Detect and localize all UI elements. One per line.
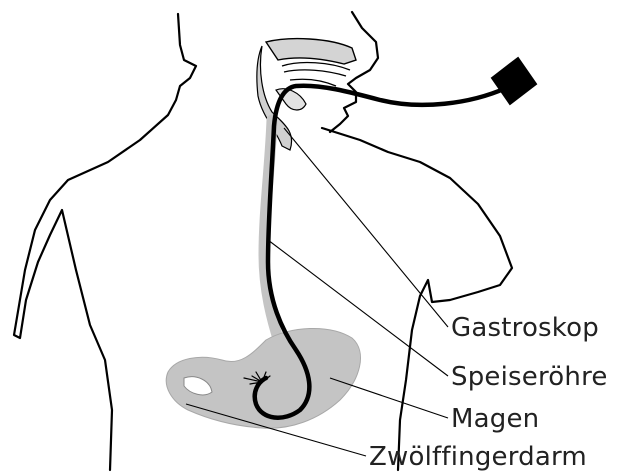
- label-gastroskop: Gastroskop: [451, 315, 599, 341]
- palate-lines: [282, 63, 350, 86]
- label-speiseroehre: Speiseröhre: [451, 364, 608, 390]
- body-outline-left: [14, 14, 196, 470]
- leader-gastroskop: [284, 128, 448, 327]
- label-magen: Magen: [451, 406, 539, 432]
- leader-magen: [330, 378, 448, 418]
- head-profile: [330, 12, 378, 132]
- gastroscope-handle: [492, 58, 536, 104]
- label-zwoelffingerdarm: Zwölffingerdarm: [369, 444, 587, 470]
- nasal-cavity: [266, 39, 356, 64]
